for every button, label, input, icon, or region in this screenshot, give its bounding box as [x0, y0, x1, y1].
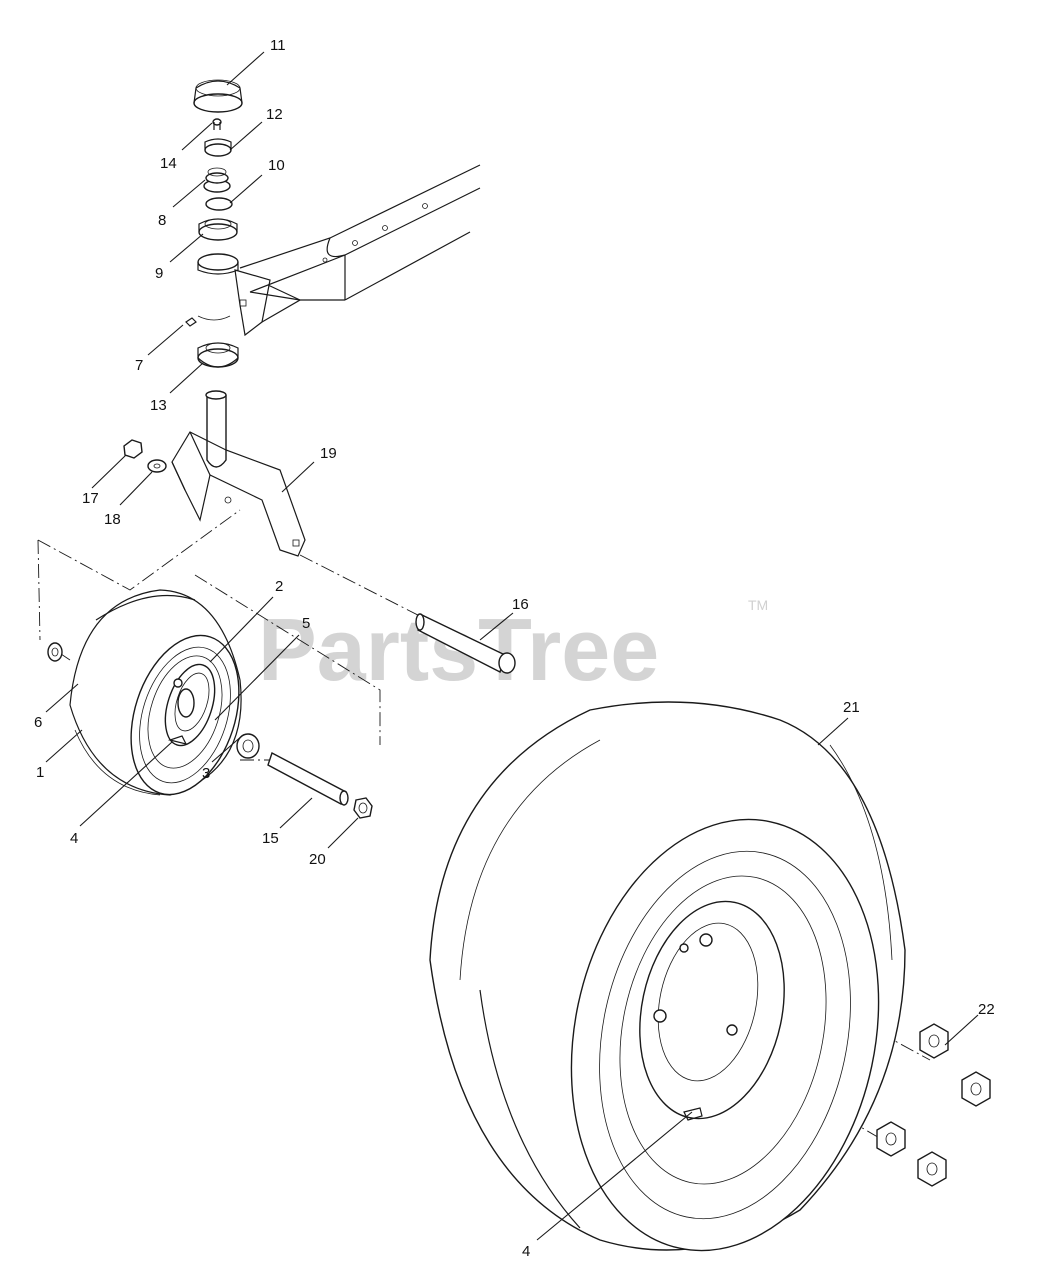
callout-5: 5: [302, 615, 310, 632]
callout-14: 14: [160, 155, 177, 172]
axle-spacer[interactable]: [236, 733, 260, 759]
rear-rim[interactable]: [533, 791, 917, 1280]
callout-19: 19: [320, 445, 337, 462]
lug-nut[interactable]: [876, 1121, 906, 1157]
callout-13: 13: [150, 397, 167, 414]
caster-spacer[interactable]: [47, 642, 63, 662]
callout-4-rear: 4: [522, 1243, 530, 1260]
callout-8: 8: [158, 212, 166, 229]
callout-2: 2: [275, 578, 283, 595]
dust-cap[interactable]: [193, 79, 243, 113]
callout-6: 6: [34, 714, 42, 731]
axle-spacer-tube[interactable]: [267, 751, 349, 806]
callout-16: 16: [512, 596, 529, 613]
cotter-pin[interactable]: [212, 118, 222, 130]
callout-9: 9: [155, 265, 163, 282]
leader-lines: [45, 51, 979, 1241]
axle-beam[interactable]: [234, 164, 481, 337]
callout-11: 11: [270, 37, 286, 54]
flat-washer[interactable]: [204, 138, 232, 157]
bearing-cup[interactable]: [198, 218, 238, 241]
caster-axle-bolt[interactable]: [415, 613, 516, 674]
lug-nut[interactable]: [961, 1071, 991, 1107]
callout-4-caster: 4: [70, 830, 78, 847]
callout-21: 21: [843, 699, 860, 716]
fork-nut[interactable]: [123, 439, 143, 459]
axle-nut[interactable]: [353, 797, 373, 819]
spindle-sleeve[interactable]: [197, 253, 239, 275]
callout-17: 17: [82, 490, 99, 507]
seal-ring[interactable]: [205, 197, 233, 211]
callout-7: 7: [135, 357, 143, 374]
watermark-trademark: TM: [748, 597, 768, 613]
caster-wheel[interactable]: [69, 589, 258, 808]
callout-1: 1: [36, 764, 44, 781]
fork-washer[interactable]: [147, 459, 167, 473]
callout-20: 20: [309, 851, 326, 868]
callout-22: 22: [978, 1001, 995, 1018]
callout-10: 10: [268, 157, 285, 174]
callout-12: 12: [266, 106, 283, 123]
lower-bearing[interactable]: [197, 342, 239, 368]
bearing-cone[interactable]: [203, 167, 231, 193]
grease-fitting[interactable]: [185, 315, 231, 327]
caster-fork[interactable]: [171, 390, 306, 557]
lug-nut[interactable]: [917, 1151, 947, 1187]
callout-3: 3: [202, 765, 210, 782]
callout-18: 18: [104, 511, 121, 528]
lug-nut[interactable]: [919, 1023, 949, 1059]
callout-15: 15: [262, 830, 279, 847]
